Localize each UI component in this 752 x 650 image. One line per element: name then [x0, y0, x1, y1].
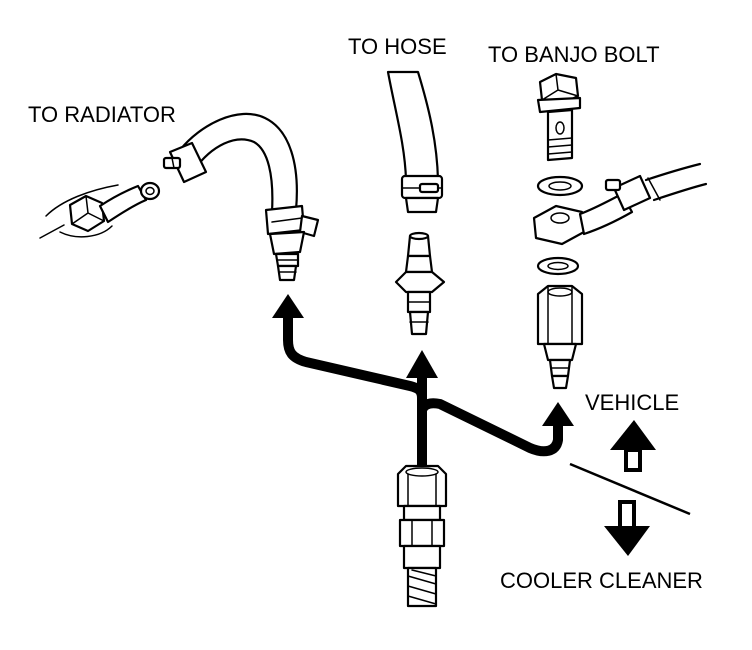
- label-to-banjo-bolt: TO BANJO BOLT: [488, 42, 660, 67]
- hose-clamp-radiator-lower: [264, 204, 320, 238]
- cooler-cleaner-fitting: [396, 464, 448, 608]
- hose-clamp-middle: [400, 174, 444, 200]
- label-to-radiator: TO RADIATOR: [28, 102, 176, 127]
- label-vehicle: VEHICLE: [585, 390, 679, 415]
- sealing-washer-lower: [536, 256, 580, 276]
- radiator-fitting: [39, 181, 161, 239]
- hose-clamp-radiator-upper: [162, 141, 208, 184]
- banjo-adapter-fitting: [536, 284, 584, 390]
- arrowhead-to-radiator: [272, 294, 304, 318]
- banjo-fitting: [532, 162, 708, 246]
- cooler-hose: [386, 70, 444, 214]
- arrow-up-vehicle-icon: [610, 420, 656, 472]
- arrowhead-to-banjo: [542, 402, 574, 426]
- radiator-hose: [162, 112, 320, 282]
- hose-clamp-banjo: [604, 174, 652, 212]
- flow-arrow-network: [272, 294, 574, 605]
- label-cooler-cleaner: COOLER CLEANER: [500, 568, 703, 593]
- label-to-hose: TO HOSE: [348, 34, 447, 59]
- sealing-washer-upper: [536, 175, 584, 197]
- vehicle-cleaner-separator: [569, 420, 691, 556]
- banjo-bolt-assembly: [536, 72, 582, 162]
- arrow-down-cooler-cleaner-icon: [604, 500, 650, 556]
- hose-adapter-fitting: [394, 231, 446, 336]
- arrowhead-to-hose: [406, 350, 438, 378]
